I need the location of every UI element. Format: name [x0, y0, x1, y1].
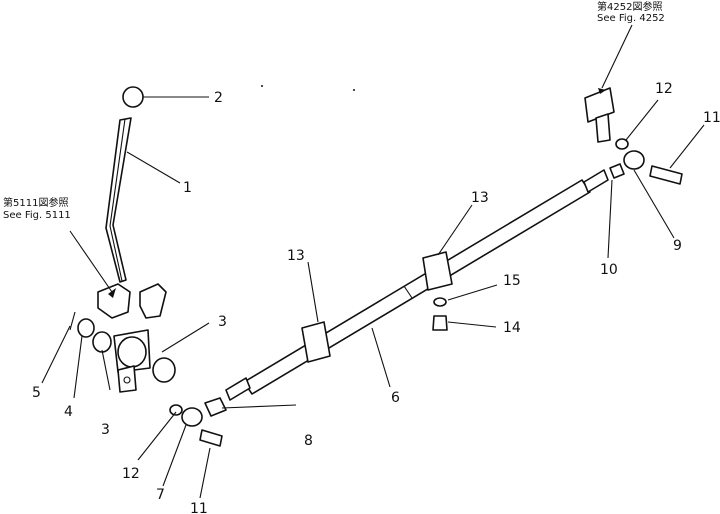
stray-dot: [353, 89, 355, 91]
control-lever: [105, 117, 132, 283]
bushing-right: [152, 357, 176, 383]
bolt-14: [432, 315, 448, 331]
bolt-11-upper: [649, 165, 683, 185]
rod-thread-right: [583, 169, 609, 193]
callout-13: 13: [471, 190, 489, 206]
washer-15: [433, 297, 447, 307]
lever-bracket: [97, 283, 167, 393]
joint-7: [181, 407, 203, 427]
callout-3: 3: [101, 422, 110, 438]
callout-5: 5: [32, 385, 41, 401]
callout-1: 1: [183, 180, 192, 196]
washer-4: [77, 318, 95, 338]
stray-dot: [261, 85, 263, 87]
callout-4: 4: [64, 404, 73, 420]
ref-fig-4252-en: See Fig. 4252: [597, 13, 665, 24]
leader-lines: [41, 24, 705, 499]
upper-linkage: [584, 87, 615, 143]
callout-15: 15: [503, 273, 521, 289]
cotter-pin-5: [69, 311, 76, 331]
nut-10: [609, 163, 625, 179]
callout-12: 12: [655, 81, 673, 97]
washer-12-lower: [169, 404, 183, 416]
clamp-right: [422, 251, 453, 291]
callout-8: 8: [304, 433, 313, 449]
callout-6: 6: [391, 390, 400, 406]
callout-14: 14: [503, 320, 521, 336]
arrowhead: [598, 88, 606, 94]
callout-10: 10: [600, 262, 618, 278]
arrowhead: [108, 288, 116, 298]
ref-fig-5111-jp: 第5111図参照: [3, 196, 68, 209]
callout-9: 9: [673, 238, 682, 254]
bolt-11-lower: [199, 429, 223, 447]
callout-11: 11: [703, 110, 720, 126]
callout-12: 12: [122, 466, 140, 482]
lever-knob: [122, 86, 144, 108]
bushing-left: [92, 331, 112, 353]
washer-12-upper: [615, 138, 629, 150]
callout-2: 2: [214, 90, 223, 106]
callout-3: 3: [218, 314, 227, 330]
control-rod: [243, 179, 591, 395]
joint-9: [623, 150, 645, 170]
callout-11: 11: [190, 501, 208, 514]
nut-8: [204, 397, 227, 417]
ref-fig-4252-jp: 第4252図参照: [597, 0, 662, 13]
rod-thread-left: [225, 377, 251, 401]
callout-13: 13: [287, 248, 305, 264]
ref-fig-5111-en: See Fig. 5111: [3, 210, 71, 221]
clamp-left: [301, 321, 331, 363]
callout-7: 7: [156, 487, 165, 503]
